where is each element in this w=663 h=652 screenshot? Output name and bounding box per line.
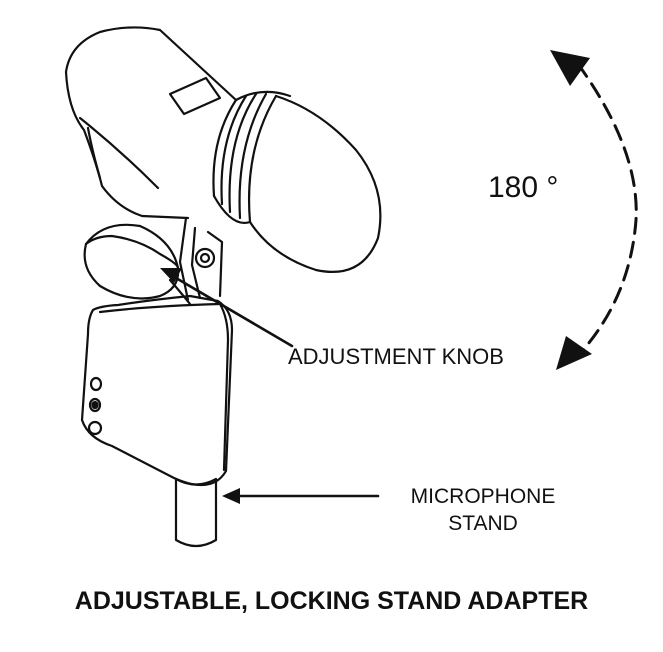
adjustment-knob bbox=[83, 223, 180, 300]
indicator-3 bbox=[87, 420, 103, 436]
rotation-arrowhead-top bbox=[550, 50, 590, 86]
stand-callout-arrow bbox=[222, 488, 380, 504]
indicator-2 bbox=[88, 397, 102, 413]
rotation-arrowhead-bottom bbox=[556, 336, 592, 370]
swivel-yoke bbox=[168, 216, 224, 306]
figure-caption: ADJUSTABLE, LOCKING STAND ADAPTER bbox=[74, 587, 589, 615]
rotation-arrow-icon bbox=[550, 50, 638, 370]
microphone-stand-label-line1: MICROPHONE bbox=[410, 485, 556, 508]
microphone-stand bbox=[174, 477, 218, 548]
adapter-indicators bbox=[87, 376, 103, 436]
microphone-stand-label: MICROPHONE STAND bbox=[390, 483, 576, 537]
stand-adapter-body bbox=[80, 294, 234, 487]
rotation-degree-label: 180 ° bbox=[488, 171, 559, 204]
knob-callout-arrow bbox=[160, 268, 294, 348]
indicator-1 bbox=[89, 376, 103, 392]
microphone-grille bbox=[212, 90, 382, 274]
microphone-badge bbox=[168, 76, 222, 116]
microphone-stand-label-line2: STAND bbox=[448, 512, 518, 535]
adjustment-knob-label: ADJUSTMENT KNOB bbox=[288, 344, 504, 369]
microphone-body bbox=[64, 26, 238, 220]
